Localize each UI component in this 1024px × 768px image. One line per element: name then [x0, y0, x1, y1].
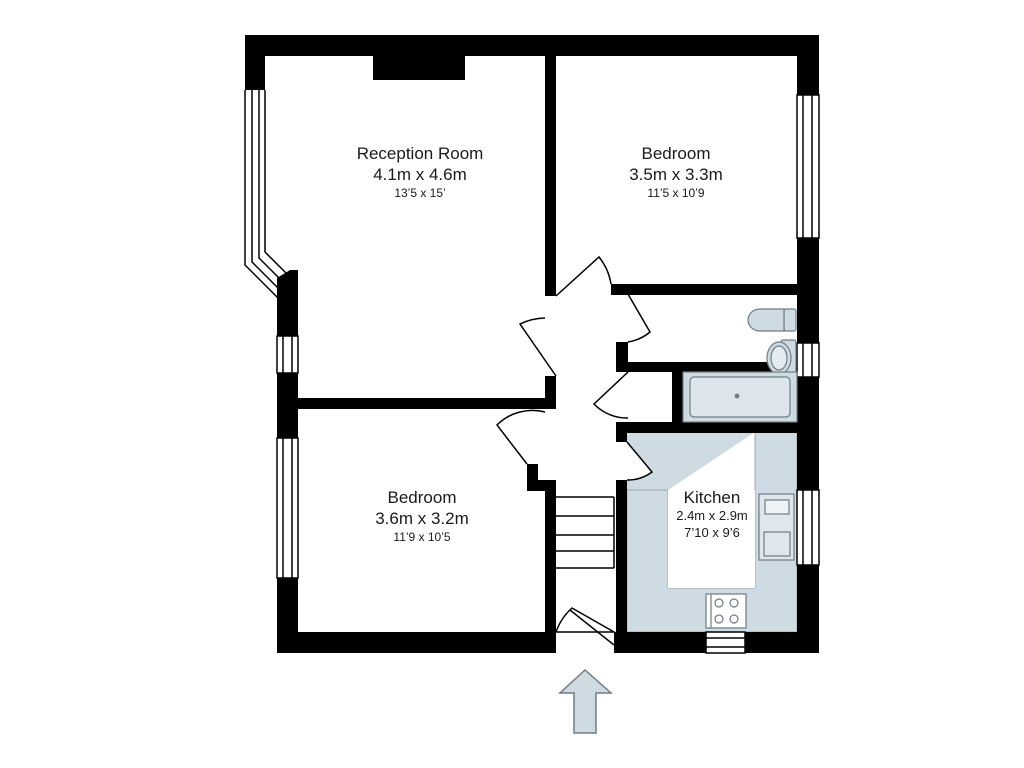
doors	[496, 255, 654, 646]
exterior-walls	[245, 35, 819, 653]
kitchen-label: Kitchen 2.4m x 2.9m 7’10 x 9’6	[642, 487, 782, 541]
hob	[705, 593, 747, 629]
room-name: Bedroom	[387, 488, 457, 507]
room-metric-dimensions: 4.1m x 4.6m	[373, 165, 467, 185]
bathtub	[682, 371, 798, 423]
stairs	[556, 496, 615, 569]
kitchen-floor	[627, 432, 797, 632]
windows	[276, 94, 820, 654]
room-metric-dimensions: 3.6m x 3.2m	[375, 509, 469, 529]
room-name: Kitchen	[683, 488, 741, 507]
room-imperial-dimensions: 7’10 x 9’6	[684, 524, 740, 540]
room-imperial-dimensions: 11’5 x 10’9	[647, 185, 705, 200]
toilet	[747, 308, 797, 332]
interior-walls	[298, 56, 797, 632]
room-imperial-dimensions: 13’5 x 15’	[394, 185, 446, 200]
room-name: Bedroom	[641, 144, 711, 163]
bay-window	[244, 90, 295, 301]
kitchen-sink	[758, 493, 795, 561]
reception-room-label: Reception Room 4.1m x 4.6m 13’5 x 15’	[320, 143, 520, 201]
room-metric-dimensions: 3.5m x 3.3m	[629, 165, 723, 185]
bathroom-sink	[766, 339, 797, 378]
bedroom-2-label: Bedroom 3.6m x 3.2m 11’9 x 10’5	[322, 487, 522, 545]
room-imperial-dimensions: 11’9 x 10’5	[393, 529, 451, 544]
room-metric-dimensions: 2.4m x 2.9m	[676, 508, 748, 524]
room-name: Reception Room	[356, 144, 484, 163]
entrance-arrow-icon	[558, 668, 613, 734]
bedroom-1-label: Bedroom 3.5m x 3.3m 11’5 x 10’9	[576, 143, 776, 201]
